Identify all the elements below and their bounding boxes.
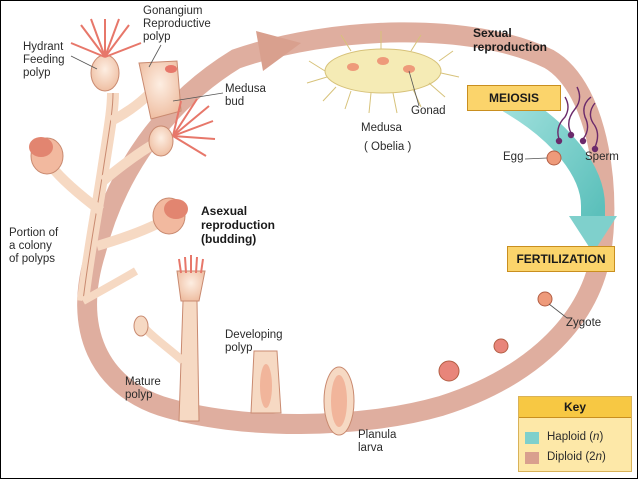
medusa-label: Medusa bbox=[361, 122, 402, 134]
obelia-label: ( Obelia ) bbox=[364, 141, 412, 153]
mature-polyp-shape bbox=[133, 255, 206, 422]
blastula-embryo bbox=[438, 360, 460, 382]
gonad-label: Gonad bbox=[411, 105, 446, 117]
diploid-swatch bbox=[525, 452, 539, 464]
feeding-polyp-tentacles bbox=[172, 98, 216, 157]
sperm-label: Sperm bbox=[585, 151, 619, 163]
haploid-swatch bbox=[525, 432, 539, 444]
legend-key: Key Haploid (n) Diploid (2n) bbox=[518, 396, 632, 472]
sperm-cells bbox=[555, 86, 599, 153]
developing-polyp-label: Developing polyp bbox=[225, 329, 283, 354]
colony-label: Portion of a colony of polyps bbox=[9, 227, 59, 265]
meiosis-box: MEIOSIS bbox=[467, 85, 561, 111]
mature-polyp-label: Mature polyp bbox=[125, 376, 161, 401]
sexual-reproduction-label: Sexual reproduction bbox=[473, 26, 547, 54]
diploid-key-label: Diploid (2n) bbox=[547, 451, 606, 463]
cleavage-embryo bbox=[493, 338, 509, 354]
hydrant-label: Hydrant Feeding polyp bbox=[23, 41, 65, 79]
zygote-label: Zygote bbox=[566, 317, 602, 329]
haploid-arrow bbox=[502, 90, 617, 253]
medusa-bud-label: Medusa bud bbox=[225, 83, 266, 108]
zygote-cell bbox=[537, 291, 553, 307]
asexual-reproduction-label: Asexual reproduction (budding) bbox=[201, 204, 275, 246]
fertilization-box: FERTILIZATION bbox=[507, 246, 615, 272]
haploid-key-label: Haploid (n) bbox=[547, 431, 604, 443]
hydrant-tentacles bbox=[70, 18, 142, 58]
gonangium-label: Gonangium Reproductive polyp bbox=[143, 5, 211, 43]
polyp-colony bbox=[29, 18, 216, 305]
leader-lines bbox=[70, 44, 568, 319]
egg-label: Egg bbox=[503, 151, 524, 163]
key-title: Key bbox=[519, 397, 631, 418]
cycle-arrowhead bbox=[256, 31, 301, 71]
egg-cell bbox=[546, 150, 562, 166]
planula-larva-label: Planula larva bbox=[358, 429, 397, 454]
